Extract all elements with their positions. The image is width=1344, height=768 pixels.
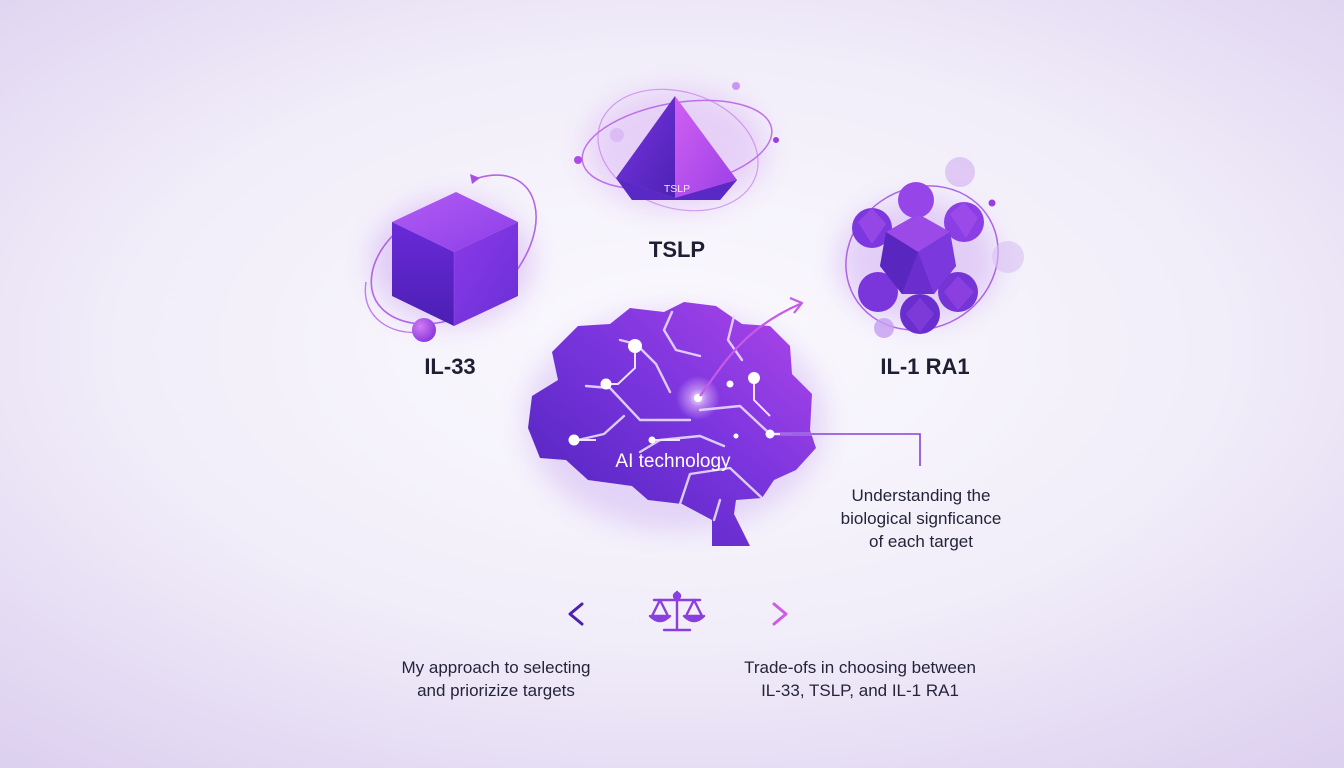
arrow-left-icon: [568, 602, 628, 626]
il1ra1-label: IL-1 RA1: [880, 354, 970, 379]
tradeoffs-line-2: IL-33, TSLP, and IL-1 RA1: [761, 681, 959, 700]
significance-line-1: Understanding the: [851, 486, 991, 505]
significance-line-2: biological signficance: [840, 509, 1002, 528]
tradeoffs-caption: Trade-ofs in choosing between IL-33, TSL…: [710, 656, 1010, 702]
tslp-inner-label: TSLP: [664, 183, 690, 195]
ai-brain-icon: [525, 296, 921, 546]
il33-cube-icon: [364, 174, 537, 342]
tslp-label: TSLP: [648, 237, 706, 262]
arrow-right-icon: [728, 602, 788, 626]
approach-caption: My approach to selecting and priorizize …: [376, 656, 616, 702]
balance-scale-icon: [648, 590, 706, 632]
tslp-pyramid-icon: [574, 82, 779, 212]
significance-line-3: of each target: [869, 532, 973, 551]
approach-line-1: My approach to selecting: [401, 658, 591, 677]
tradeoffs-line-1: Trade-ofs in choosing between: [744, 658, 976, 677]
approach-line-2: and priorizize targets: [417, 681, 575, 700]
significance-caption: Understanding the biological signficance…: [806, 484, 1036, 553]
ai-technology-label: AI technology: [615, 451, 731, 472]
il1ra1-cluster-icon: [838, 157, 1024, 338]
il33-label: IL-33: [424, 354, 476, 379]
